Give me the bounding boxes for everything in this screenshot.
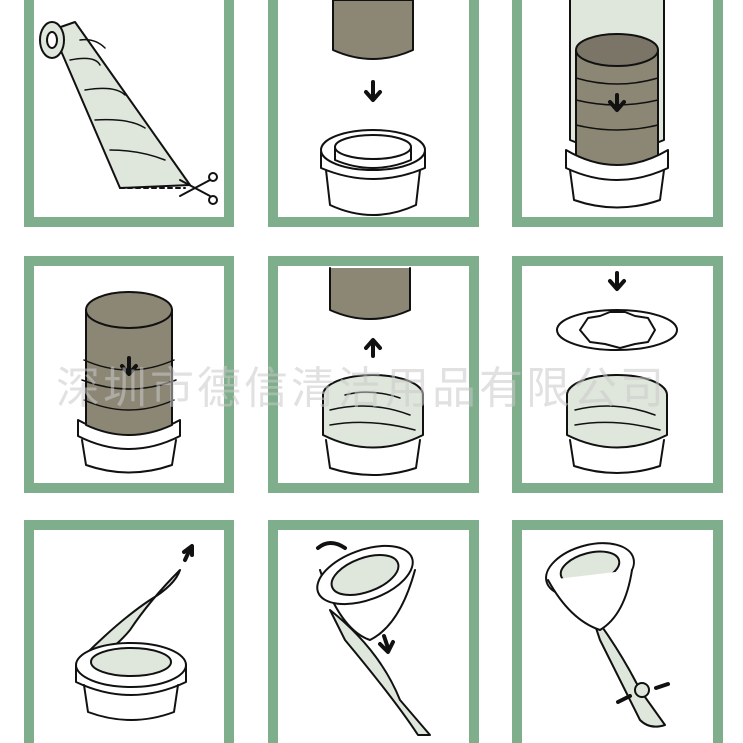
- step-9-panel: [512, 520, 723, 743]
- cylinder-down-into-cup-icon: [320, 0, 426, 216]
- bag-inverted-icon: [316, 541, 431, 736]
- cylinder-lifted-icon: [322, 267, 424, 476]
- film-roll-scissors-icon: [39, 21, 218, 205]
- step-6-panel: [512, 256, 723, 493]
- film-over-cylinder-icon: [565, 0, 669, 209]
- film-gathered-on-cup-icon: [77, 291, 181, 474]
- bag-tied-icon: [545, 542, 670, 728]
- bag-pulled-up-icon: [75, 544, 194, 721]
- lid-ring-down-icon: [556, 271, 678, 474]
